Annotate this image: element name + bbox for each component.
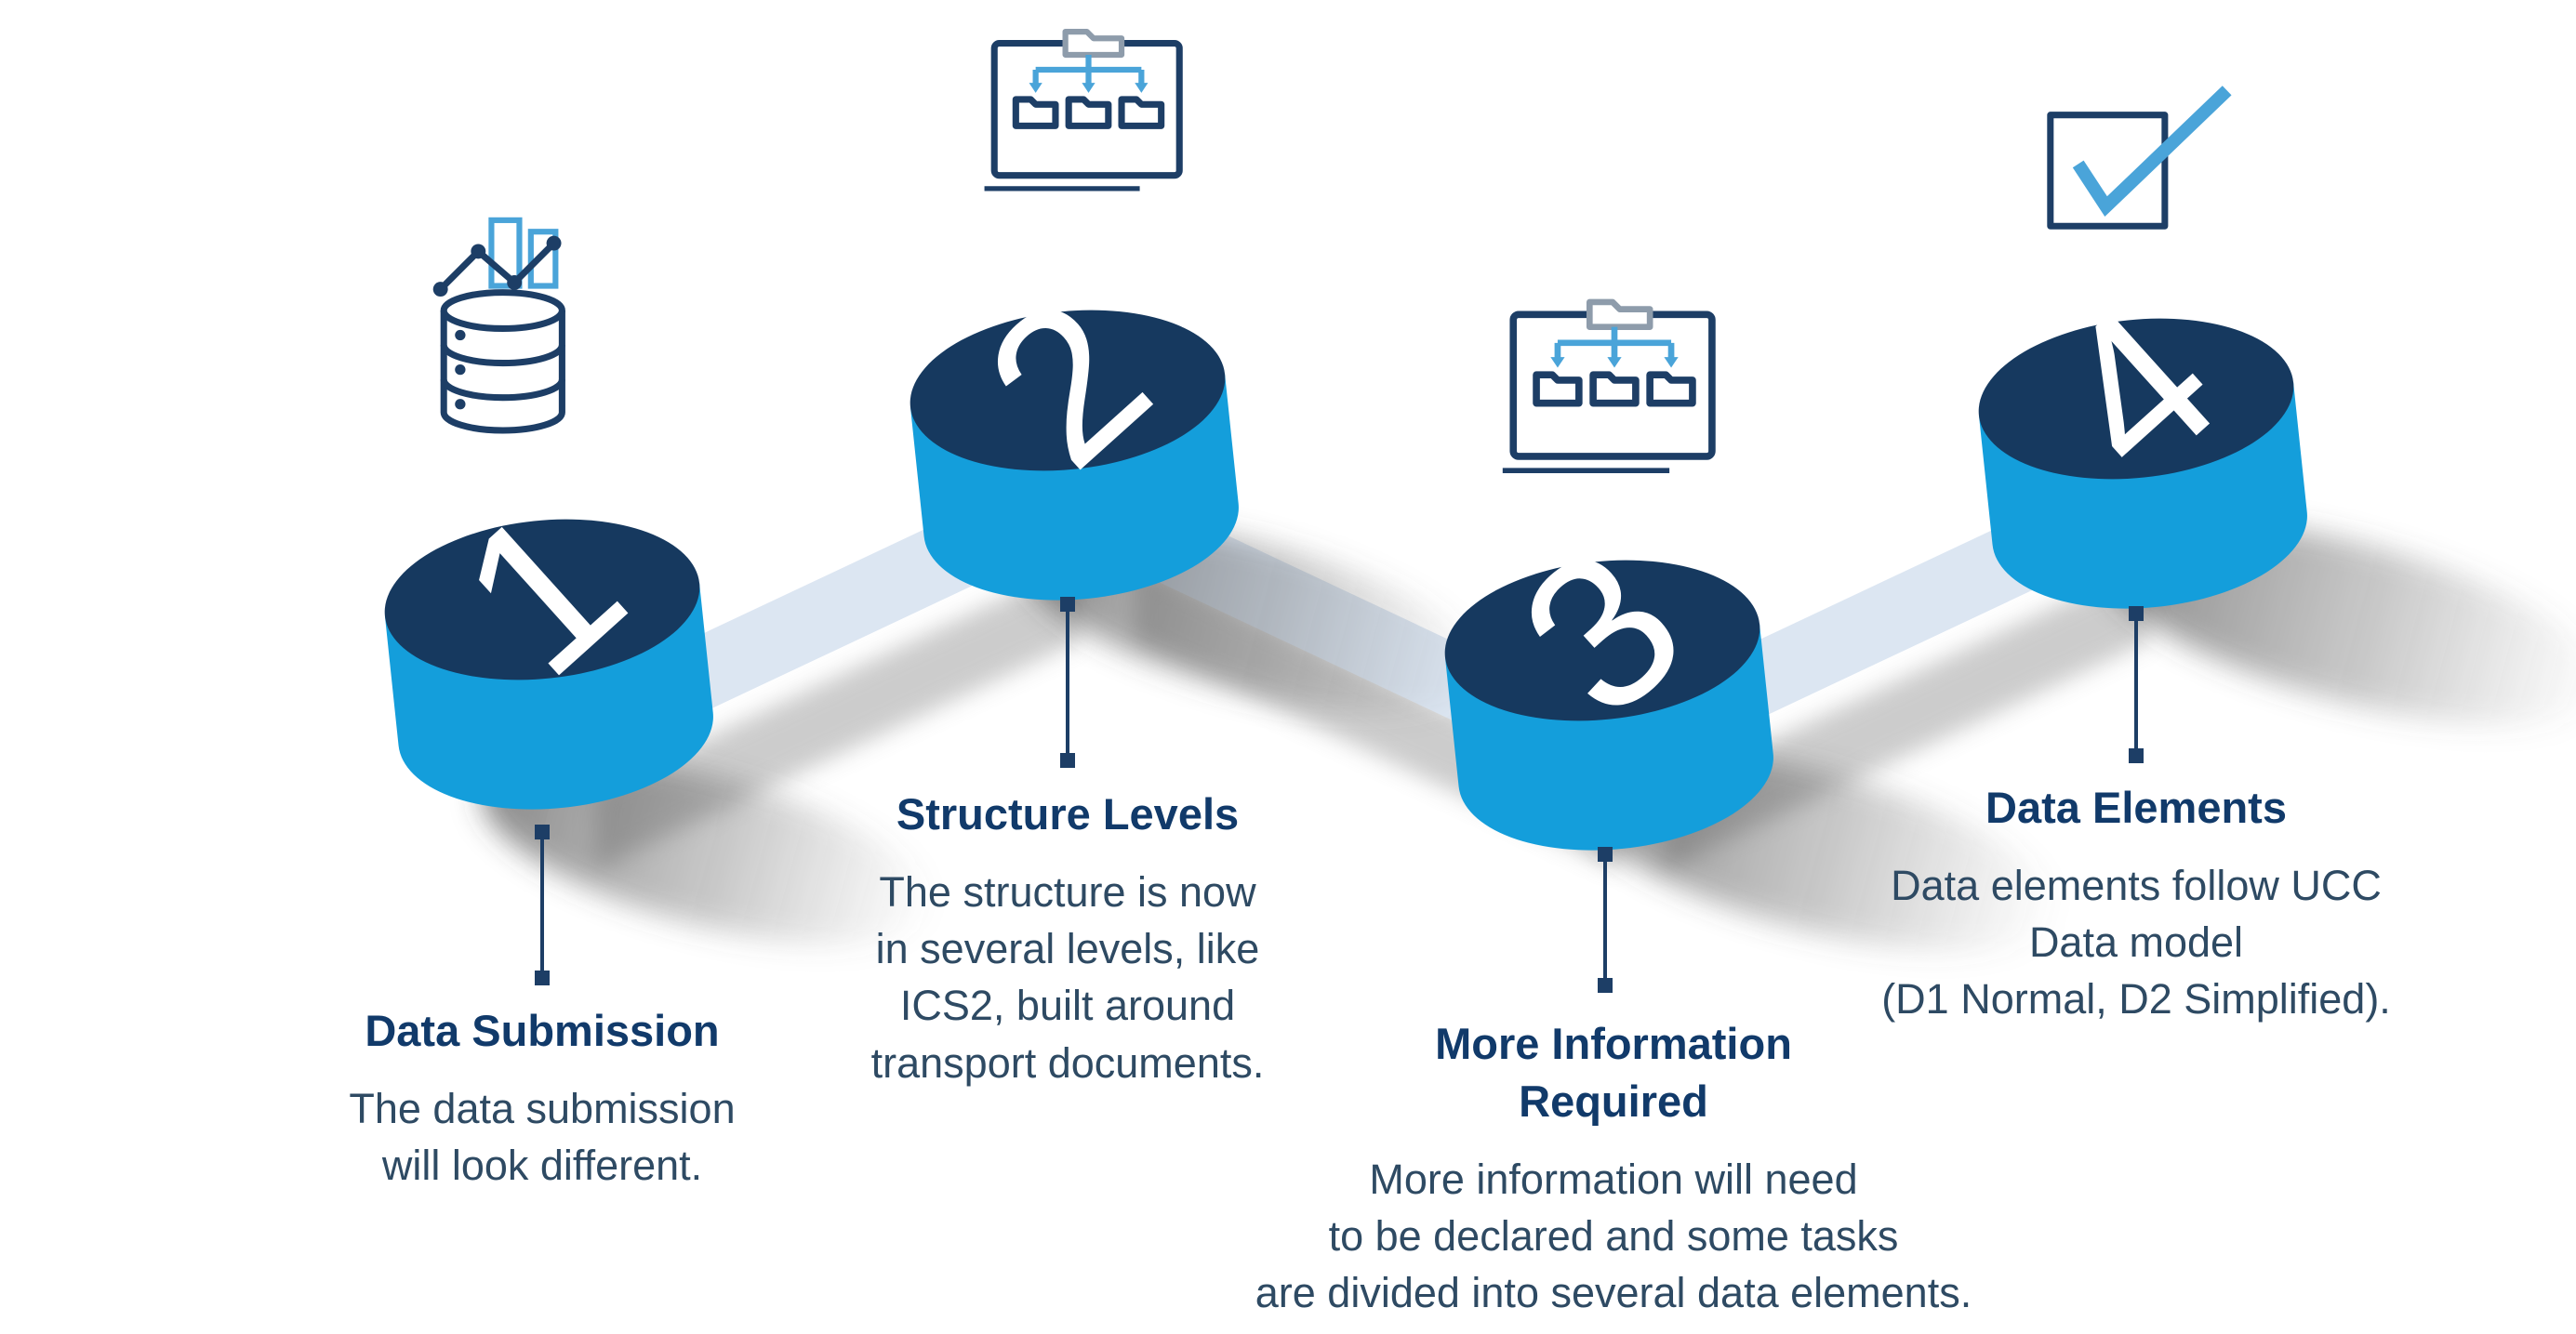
step-1-description: The data submission will look different. <box>349 1085 736 1190</box>
stem-2 <box>1060 597 1075 768</box>
cylinder-1 <box>384 519 713 810</box>
step-4-text-block: Data Elements Data elements follow UCC D… <box>1718 779 2555 1028</box>
step-2-description: The structure is now in several levels, … <box>870 868 1265 1087</box>
step-2-text-block: Structure Levels The structure is now in… <box>649 786 1486 1091</box>
folder-hierarchy-icon <box>984 28 1183 192</box>
step-1-text-block: Data Submission The data submission will… <box>124 1002 961 1194</box>
cylinder-2 <box>910 310 1239 601</box>
step-3-text-block: More Information Required More informati… <box>1195 1015 2032 1322</box>
step-4-title: Data Elements <box>1985 783 2287 832</box>
step-1-title: Data Submission <box>365 1006 720 1055</box>
stem-1 <box>535 825 550 985</box>
step-3-title: More Information Required <box>1435 1019 1792 1127</box>
cylinder-1-shadow <box>481 757 933 944</box>
checkmark-box-icon <box>2047 86 2232 230</box>
stem-4 <box>2129 606 2144 763</box>
cylinder-3 <box>1444 560 1773 851</box>
folder-hierarchy-icon <box>1502 298 1716 474</box>
stem-3 <box>1598 847 1613 993</box>
step-3-description: More information will need to be declare… <box>1255 1156 1972 1317</box>
cylinder-4 <box>1978 318 2307 609</box>
database-chart-icon <box>432 217 565 434</box>
step-2-title: Structure Levels <box>896 789 1240 839</box>
step-4-description: Data elements follow UCC Data model (D1 … <box>1881 862 2391 1024</box>
